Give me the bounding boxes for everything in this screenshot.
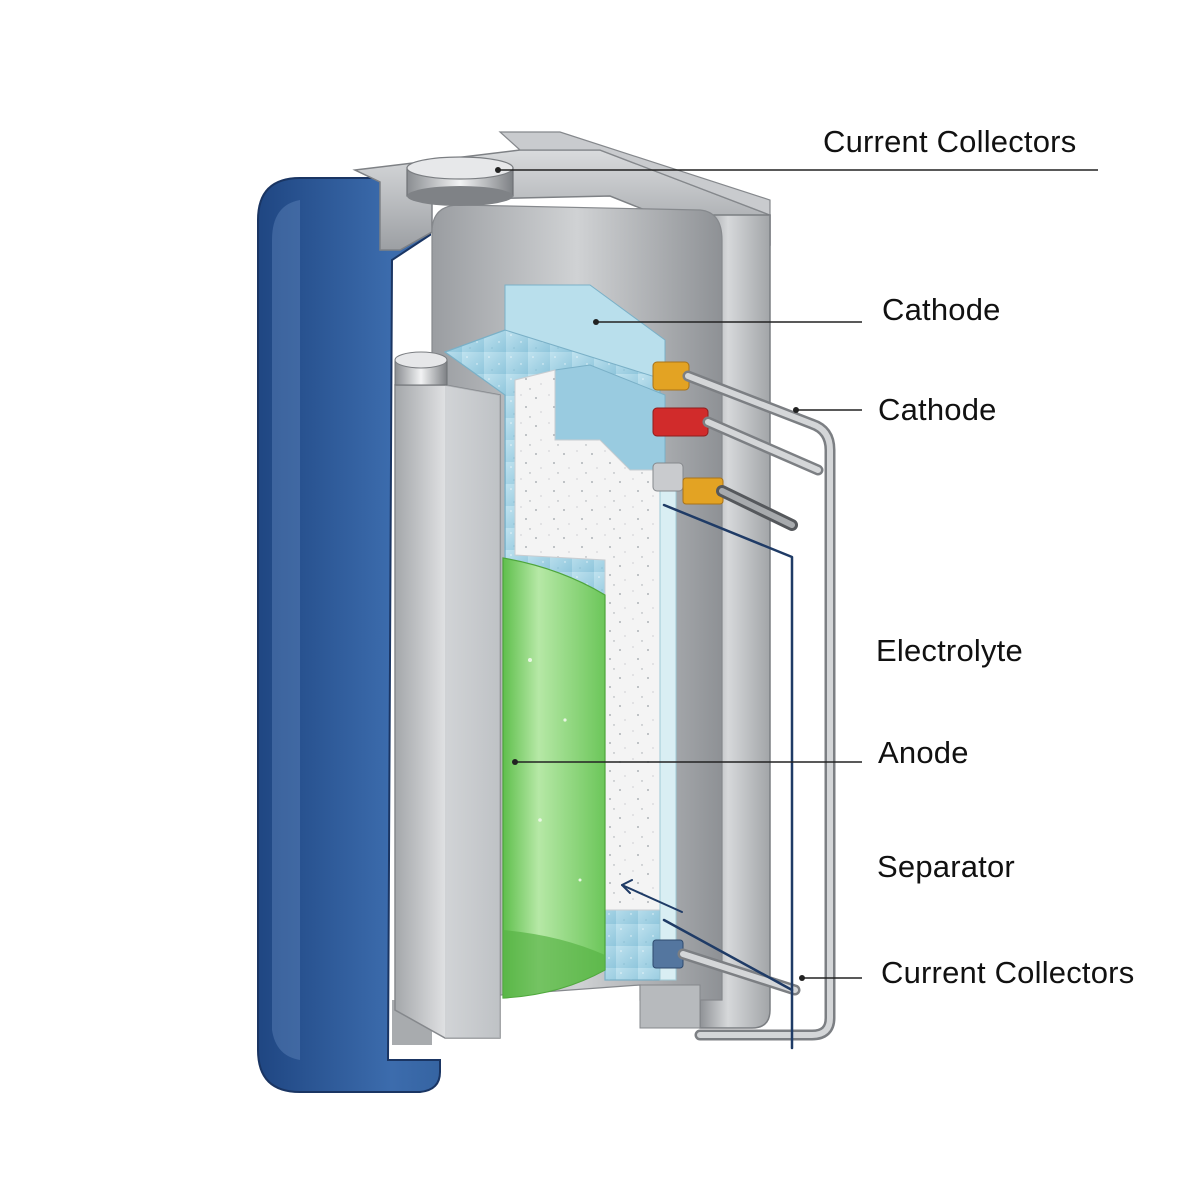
- label-separator: Separator: [877, 849, 1015, 884]
- label-current-collectors-bottom: Current Collectors: [881, 955, 1135, 990]
- callout-leaders: [498, 169, 1098, 979]
- label-electrolyte: Electrolyte: [876, 633, 1023, 668]
- label-cathode-1: Cathode: [882, 292, 1001, 327]
- label-cathode-2: Cathode: [878, 392, 997, 427]
- left-current-collector-plate: [394, 351, 501, 1039]
- terminal-tabs: [652, 361, 724, 969]
- connecting-rods: [621, 370, 836, 1050]
- leader-dots: [495, 167, 805, 981]
- anode-cylinder: [502, 557, 606, 999]
- label-anode: Anode: [878, 735, 969, 770]
- label-current-collectors-top: Current Collectors: [823, 124, 1077, 159]
- separator-layer: [514, 369, 677, 981]
- terminal-cap: [406, 156, 514, 206]
